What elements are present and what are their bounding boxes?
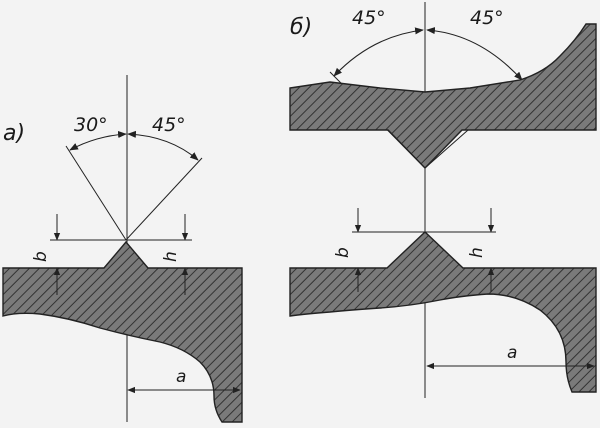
angle-label-45-right: 45°: [470, 7, 504, 29]
angle-label-45: 45°: [152, 114, 186, 136]
ray-left-30: [65, 145, 127, 241]
dim-h-label-a: h: [161, 251, 181, 262]
dim-b-label-b: b: [333, 247, 353, 258]
diagram-b: б) 45° 45° b h a: [289, 2, 597, 398]
arc-45-left: [333, 27, 424, 77]
section-b-bottom: [289, 231, 597, 393]
ray-right-45: [125, 157, 203, 241]
angle-label-45-left: 45°: [352, 7, 386, 29]
diagram-b-label: б): [290, 15, 312, 40]
section-b-top: [289, 23, 597, 170]
arc-30: [69, 131, 127, 151]
dim-a-label-a: a: [176, 367, 186, 387]
diagram-a: а) 30° 45° b h a: [2, 75, 243, 423]
dim-a-label-b: a: [507, 343, 517, 363]
dim-b-label-a: b: [31, 251, 51, 262]
section-a: [2, 240, 243, 423]
arc-45: [127, 130, 199, 161]
dim-h-label-b: h: [467, 247, 487, 258]
arc-45-right: [426, 27, 523, 81]
angle-label-30: 30°: [74, 114, 108, 136]
diagram-a-label: а): [3, 121, 25, 146]
